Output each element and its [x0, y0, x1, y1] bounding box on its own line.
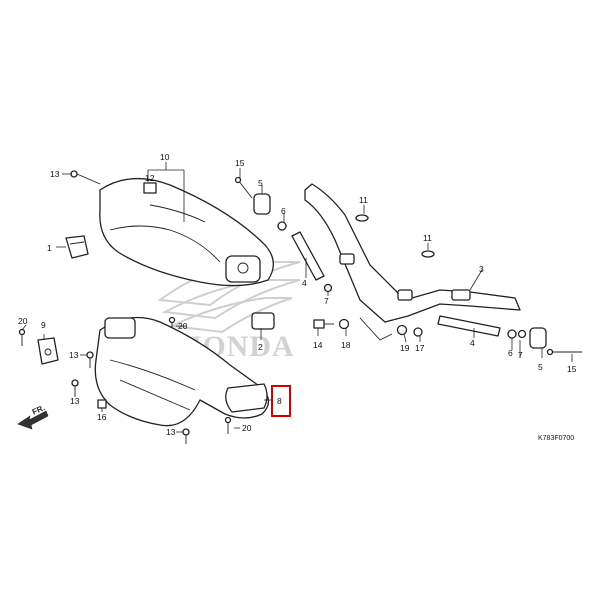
callout-8: 8 [277, 396, 282, 406]
callout-3: 3 [479, 264, 484, 274]
part-bracket [37, 337, 59, 365]
front-arrow-icon [17, 410, 49, 430]
part-mount-rubber [65, 235, 89, 259]
callout-13d: 13 [166, 427, 176, 437]
callout-18: 18 [341, 340, 351, 350]
callout-2: 2 [258, 342, 263, 352]
part-bolt-14 [313, 319, 334, 329]
callout-9: 9 [41, 320, 46, 330]
part-lever-holder [225, 383, 268, 413]
callout-13c: 13 [70, 396, 80, 406]
callout-16: 16 [97, 412, 107, 422]
diagram-code: K783F0700 [538, 435, 574, 442]
callout-6b: 6 [508, 348, 513, 358]
callout-7b: 7 [518, 350, 523, 360]
callout-15b: 15 [567, 364, 577, 374]
callout-13a: 13 [50, 169, 60, 179]
callout-11b: 11 [423, 233, 432, 243]
callout-1: 1 [47, 243, 52, 253]
part-bar-weight-rods [291, 231, 501, 337]
screw-parts [70, 170, 190, 444]
callout-labels: 10 12 13 1 15 5 6 4 7 11 11 3 2 14 18 19… [18, 152, 577, 437]
part-bar-ends [253, 193, 547, 349]
leader-lines [21, 162, 573, 433]
callout-20a: 20 [18, 316, 28, 326]
part-handlebar-pipe [304, 183, 521, 341]
part-8-highlight-box [271, 385, 291, 417]
callout-4a: 4 [302, 278, 307, 288]
callout-5b: 5 [538, 362, 543, 372]
callout-12: 12 [145, 173, 155, 183]
callout-5a: 5 [258, 178, 263, 188]
callout-20b: 20 [178, 321, 188, 331]
callout-4b: 4 [470, 338, 475, 348]
callout-7a: 7 [324, 296, 329, 306]
part-long-bolts [234, 176, 582, 356]
part-nut [97, 399, 107, 409]
part-upper-handle-cover [99, 177, 274, 287]
callout-19: 19 [400, 343, 410, 353]
callout-6a: 6 [281, 206, 286, 216]
callout-17: 17 [415, 343, 425, 353]
callout-13b: 13 [69, 350, 79, 360]
callout-20c: 20 [242, 423, 252, 433]
part-washers [277, 214, 527, 339]
front-direction-indicator: FR. [17, 403, 49, 430]
callout-10: 10 [160, 152, 170, 162]
callout-14: 14 [313, 340, 323, 350]
part-clip [143, 182, 157, 194]
bolt-parts [18, 316, 232, 434]
callout-15a: 15 [235, 158, 245, 168]
callout-11a: 11 [359, 195, 368, 205]
